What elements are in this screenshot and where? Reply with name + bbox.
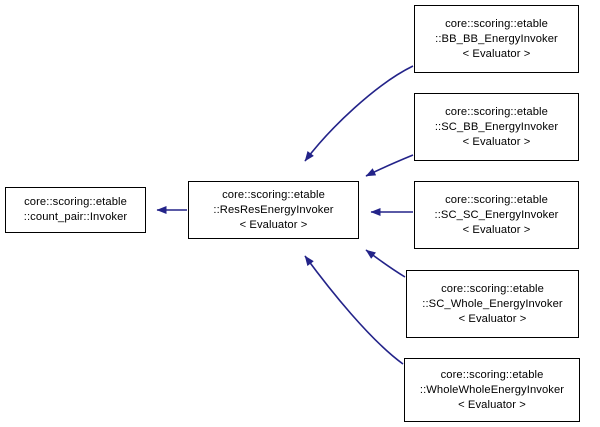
edge-scwhole-to-resres xyxy=(365,249,406,278)
class-node-resres-energy-invoker[interactable]: core::scoring::etable::ResResEnergyInvok… xyxy=(188,181,359,239)
class-node-label-line: ::SC_SC_EnergyInvoker xyxy=(434,208,559,221)
class-node-label-line: core::scoring::etable xyxy=(440,368,544,381)
class-node-label-line: < Evaluator > xyxy=(458,312,527,325)
class-node-bb-bb-energy-invoker[interactable]: core::scoring::etable::BB_BB_EnergyInvok… xyxy=(414,5,579,73)
edge-bbbb-to-resres xyxy=(304,65,414,162)
class-node-label-line: ::SC_Whole_EnergyInvoker xyxy=(422,297,563,310)
class-node-label-line: ::WholeWholeEnergyInvoker xyxy=(419,383,565,396)
class-node-whole-whole-energy-invoker[interactable]: core::scoring::etable::WholeWholeEnergyI… xyxy=(404,358,580,422)
edge-wholewhole-to-resres xyxy=(304,255,404,365)
class-node-label-line: < Evaluator > xyxy=(462,223,531,236)
class-node-label-line: ::count_pair::Invoker xyxy=(23,211,128,223)
class-node-label-line: < Evaluator > xyxy=(462,135,531,148)
class-node-label-line: ::SC_BB_EnergyInvoker xyxy=(434,120,559,133)
class-node-label-line: ::BB_BB_EnergyInvoker xyxy=(435,32,558,45)
class-node-sc-sc-energy-invoker[interactable]: core::scoring::etable::SC_SC_EnergyInvok… xyxy=(414,181,579,249)
class-node-label-line: core::scoring::etable xyxy=(445,17,548,30)
edge-scbb-to-resres xyxy=(365,154,414,177)
class-node-label-line: < Evaluator > xyxy=(239,218,308,231)
class-node-label-line: ::ResResEnergyInvoker xyxy=(213,203,334,216)
class-node-label-line: < Evaluator > xyxy=(462,47,531,60)
class-node-label-line: core::scoring::etable xyxy=(445,105,548,118)
class-node-label-line: core::scoring::etable xyxy=(24,196,127,208)
class-node-label-line: core::scoring::etable xyxy=(445,193,548,206)
class-node-count-pair-invoker[interactable]: core::scoring::etable::count_pair::Invok… xyxy=(5,187,146,233)
class-node-label-line: < Evaluator > xyxy=(458,398,526,411)
class-node-label-line: core::scoring::etable xyxy=(222,188,325,201)
class-node-sc-whole-energy-invoker[interactable]: core::scoring::etable::SC_Whole_EnergyIn… xyxy=(406,270,579,338)
class-node-sc-bb-energy-invoker[interactable]: core::scoring::etable::SC_BB_EnergyInvok… xyxy=(414,93,579,161)
class-node-label-line: core::scoring::etable xyxy=(441,282,544,295)
